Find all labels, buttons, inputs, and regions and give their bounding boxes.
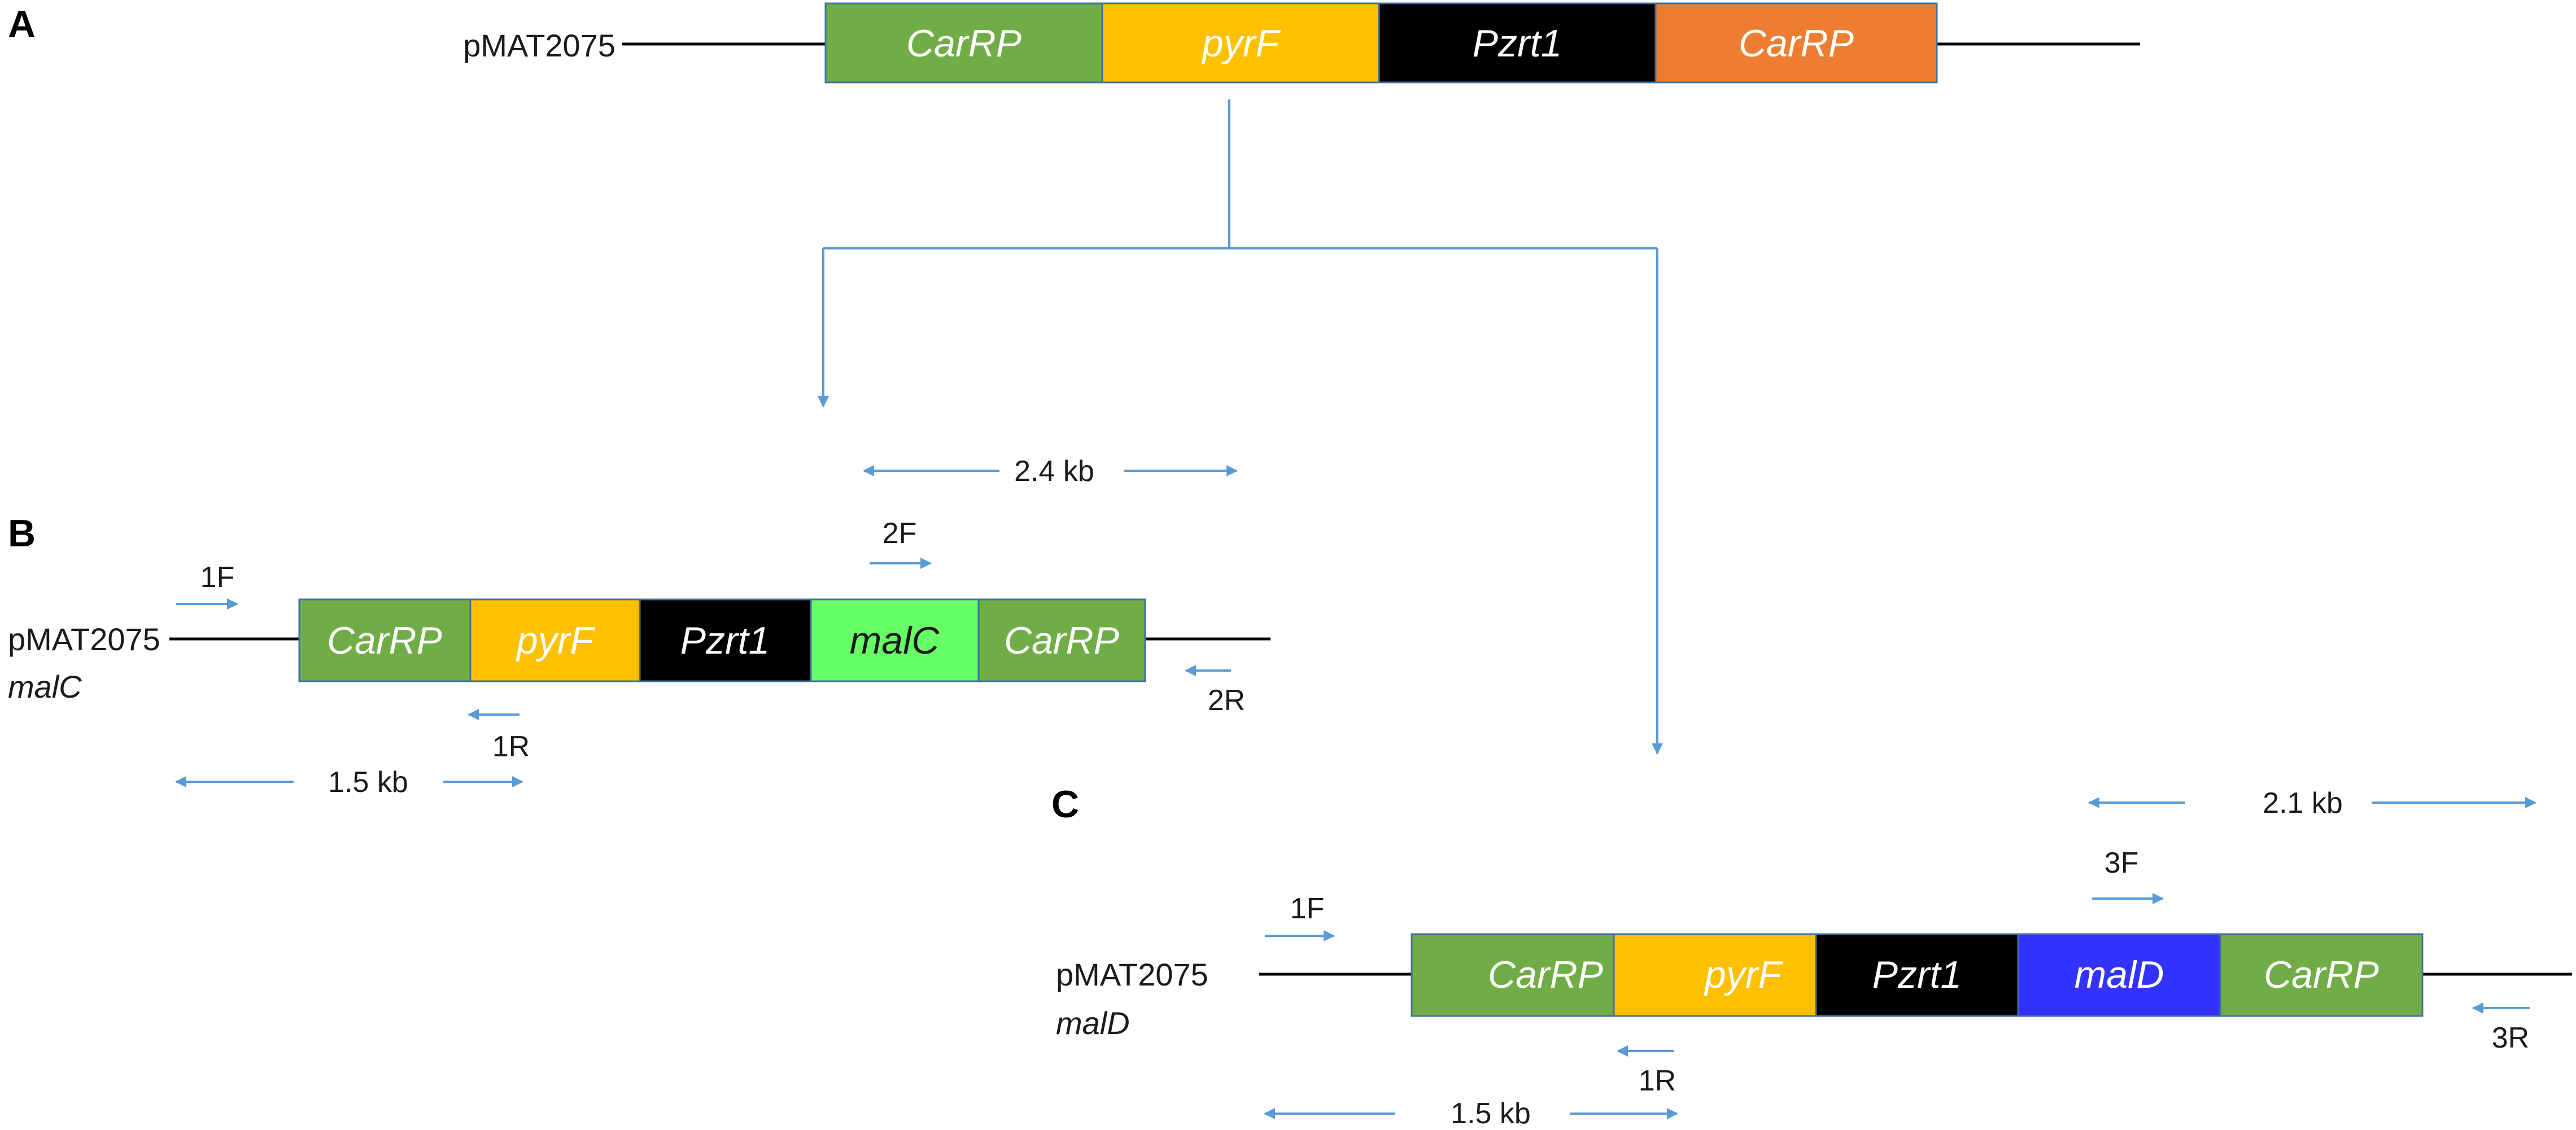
panel-b-size-2-4kb-label: 2.4 kb — [1014, 455, 1094, 488]
panel-c-construct-sub-label: malD — [1056, 1005, 1130, 1041]
panel-a-letter: A — [8, 3, 36, 46]
panel-c-segment-carrp-1 — [1411, 933, 1615, 1017]
panel-a-segment-carrp-2 — [1654, 2, 1938, 84]
panel-b-segment-label-pyrf: pyrF — [516, 619, 595, 662]
panel-c-segment-label-carrp-2: CarRP — [2264, 953, 2379, 996]
panel-c-segment-label-mald: malD — [2075, 953, 2164, 996]
panel-a-segment-label-carrp-2: CarRP — [1739, 22, 1854, 65]
panel-c-segment-pzrt1 — [1815, 933, 2019, 1017]
panel-b-segment-pyrf — [469, 598, 641, 682]
panel-a-segment-pyrf — [1101, 2, 1380, 84]
panel-b-letter: B — [8, 512, 36, 555]
panel-b-primer-1f-label: 1F — [200, 561, 235, 594]
panel-b-segment-label-carrp-2: CarRP — [1004, 619, 1119, 662]
panel-c-segment-pyrf — [1613, 933, 1817, 1017]
branch-connector — [818, 99, 1663, 755]
panel-b-construct-label: pMAT2075 — [8, 621, 160, 657]
panel-c-size-2-1kb-label: 2.1 kb — [2263, 787, 2343, 820]
panel-b-primer-2r-label: 2R — [1208, 684, 1245, 717]
panel-c: C 2.1 kb 3F 1F pMAT2075 malD CarRP pyrF … — [1051, 783, 2572, 1130]
panel-b-construct-sub-label: malC — [8, 669, 82, 704]
panel-c-primer-1r-label: 1R — [1639, 1065, 1676, 1097]
panel-c-segment-mald — [2017, 933, 2221, 1017]
panel-c-construct-label: pMAT2075 — [1056, 957, 1208, 992]
panel-b-segment-carrp-2 — [977, 598, 1146, 682]
panel-b-segment-label-pzrt1: Pzrt1 — [680, 619, 770, 662]
panel-c-segment-label-pzrt1: Pzrt1 — [1872, 953, 1962, 996]
panel-a-segment-label-pzrt1: Pzrt1 — [1473, 22, 1562, 65]
panel-c-primer-1f-label: 1F — [1290, 892, 1325, 925]
panel-c-segment-label-carrp-1: CarRP — [1488, 953, 1603, 996]
panel-b-size-1-5kb-label: 1.5 kb — [328, 766, 408, 799]
panel-b-segment-label-malc: malC — [850, 619, 940, 662]
panel-b-primer-1r-label: 1R — [492, 730, 530, 763]
panel-a-segment-label-pyrf: pyrF — [1201, 22, 1281, 65]
panel-b: B 2.4 kb 2F 1F pMAT2075 malC CarRP pyrF … — [8, 455, 1270, 799]
panel-c-letter: C — [1051, 783, 1079, 826]
panel-c-segment-carrp-2 — [2219, 933, 2424, 1017]
panel-b-segment-carrp-1 — [298, 598, 471, 682]
panel-c-primer-3r-label: 3R — [2492, 1022, 2529, 1054]
panel-a: A pMAT2075 CarRP pyrF Pzrt1 CarRP — [8, 2, 2140, 84]
panel-a-construct-label: pMAT2075 — [463, 28, 615, 63]
panel-a-segment-pzrt1 — [1378, 2, 1657, 84]
panel-b-primer-2f-label: 2F — [883, 517, 917, 550]
panel-c-size-1-5kb-label: 1.5 kb — [1451, 1097, 1531, 1130]
panel-b-segment-label-carrp-1: CarRP — [327, 619, 442, 662]
panel-b-segment-pzrt1 — [639, 598, 812, 682]
panel-a-segment-carrp-1 — [824, 2, 1103, 84]
panel-a-segment-label-carrp-1: CarRP — [906, 22, 1021, 65]
panel-c-primer-3f-label: 3F — [2105, 847, 2139, 879]
panel-c-segment-label-pyrf: pyrF — [1704, 953, 1783, 996]
